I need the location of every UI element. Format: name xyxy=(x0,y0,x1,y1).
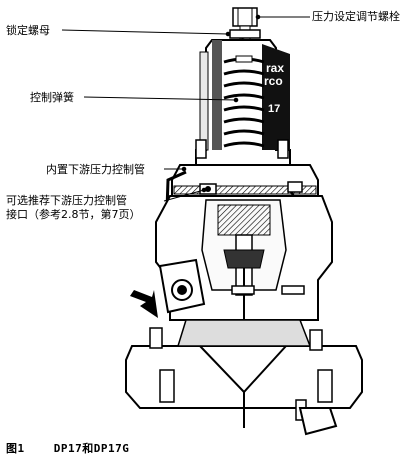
inlet-port xyxy=(158,258,206,314)
figure-label: 图1 xyxy=(6,442,25,455)
callout-optional-conn-line1: 可选推荐下游压力控制管 xyxy=(6,194,127,207)
plate-brand-line1: rax xyxy=(266,61,284,75)
figure-caption: 图1 DP17和DP17G xyxy=(6,440,129,456)
spring-plate-top xyxy=(235,55,253,63)
drain-outlet xyxy=(298,407,338,436)
leader-lines xyxy=(61,14,310,202)
callout-locknut: 锁定螺母 xyxy=(6,24,50,37)
figure-title: DP17和DP17G xyxy=(53,442,130,455)
body-side-bolts xyxy=(231,285,305,295)
callout-adjust-screw: 压力设定调节螺栓 xyxy=(312,10,400,23)
name-plate: rax rco 17 xyxy=(262,44,290,150)
locknut xyxy=(229,29,261,39)
plate-model-number: 17 xyxy=(268,103,280,115)
callout-optional-conn-line2: 接口（参考2.8节，第7页） xyxy=(6,208,141,221)
callout-control-spring: 控制弹簧 xyxy=(30,91,74,104)
callout-internal-tube: 内置下游压力控制管 xyxy=(46,163,145,176)
flow-arrow-icon xyxy=(130,290,158,318)
plate-brand-line2: rco xyxy=(264,74,283,88)
bottom-flange xyxy=(125,319,363,428)
control-spring xyxy=(223,57,265,148)
bonnet-bolts xyxy=(195,139,289,159)
